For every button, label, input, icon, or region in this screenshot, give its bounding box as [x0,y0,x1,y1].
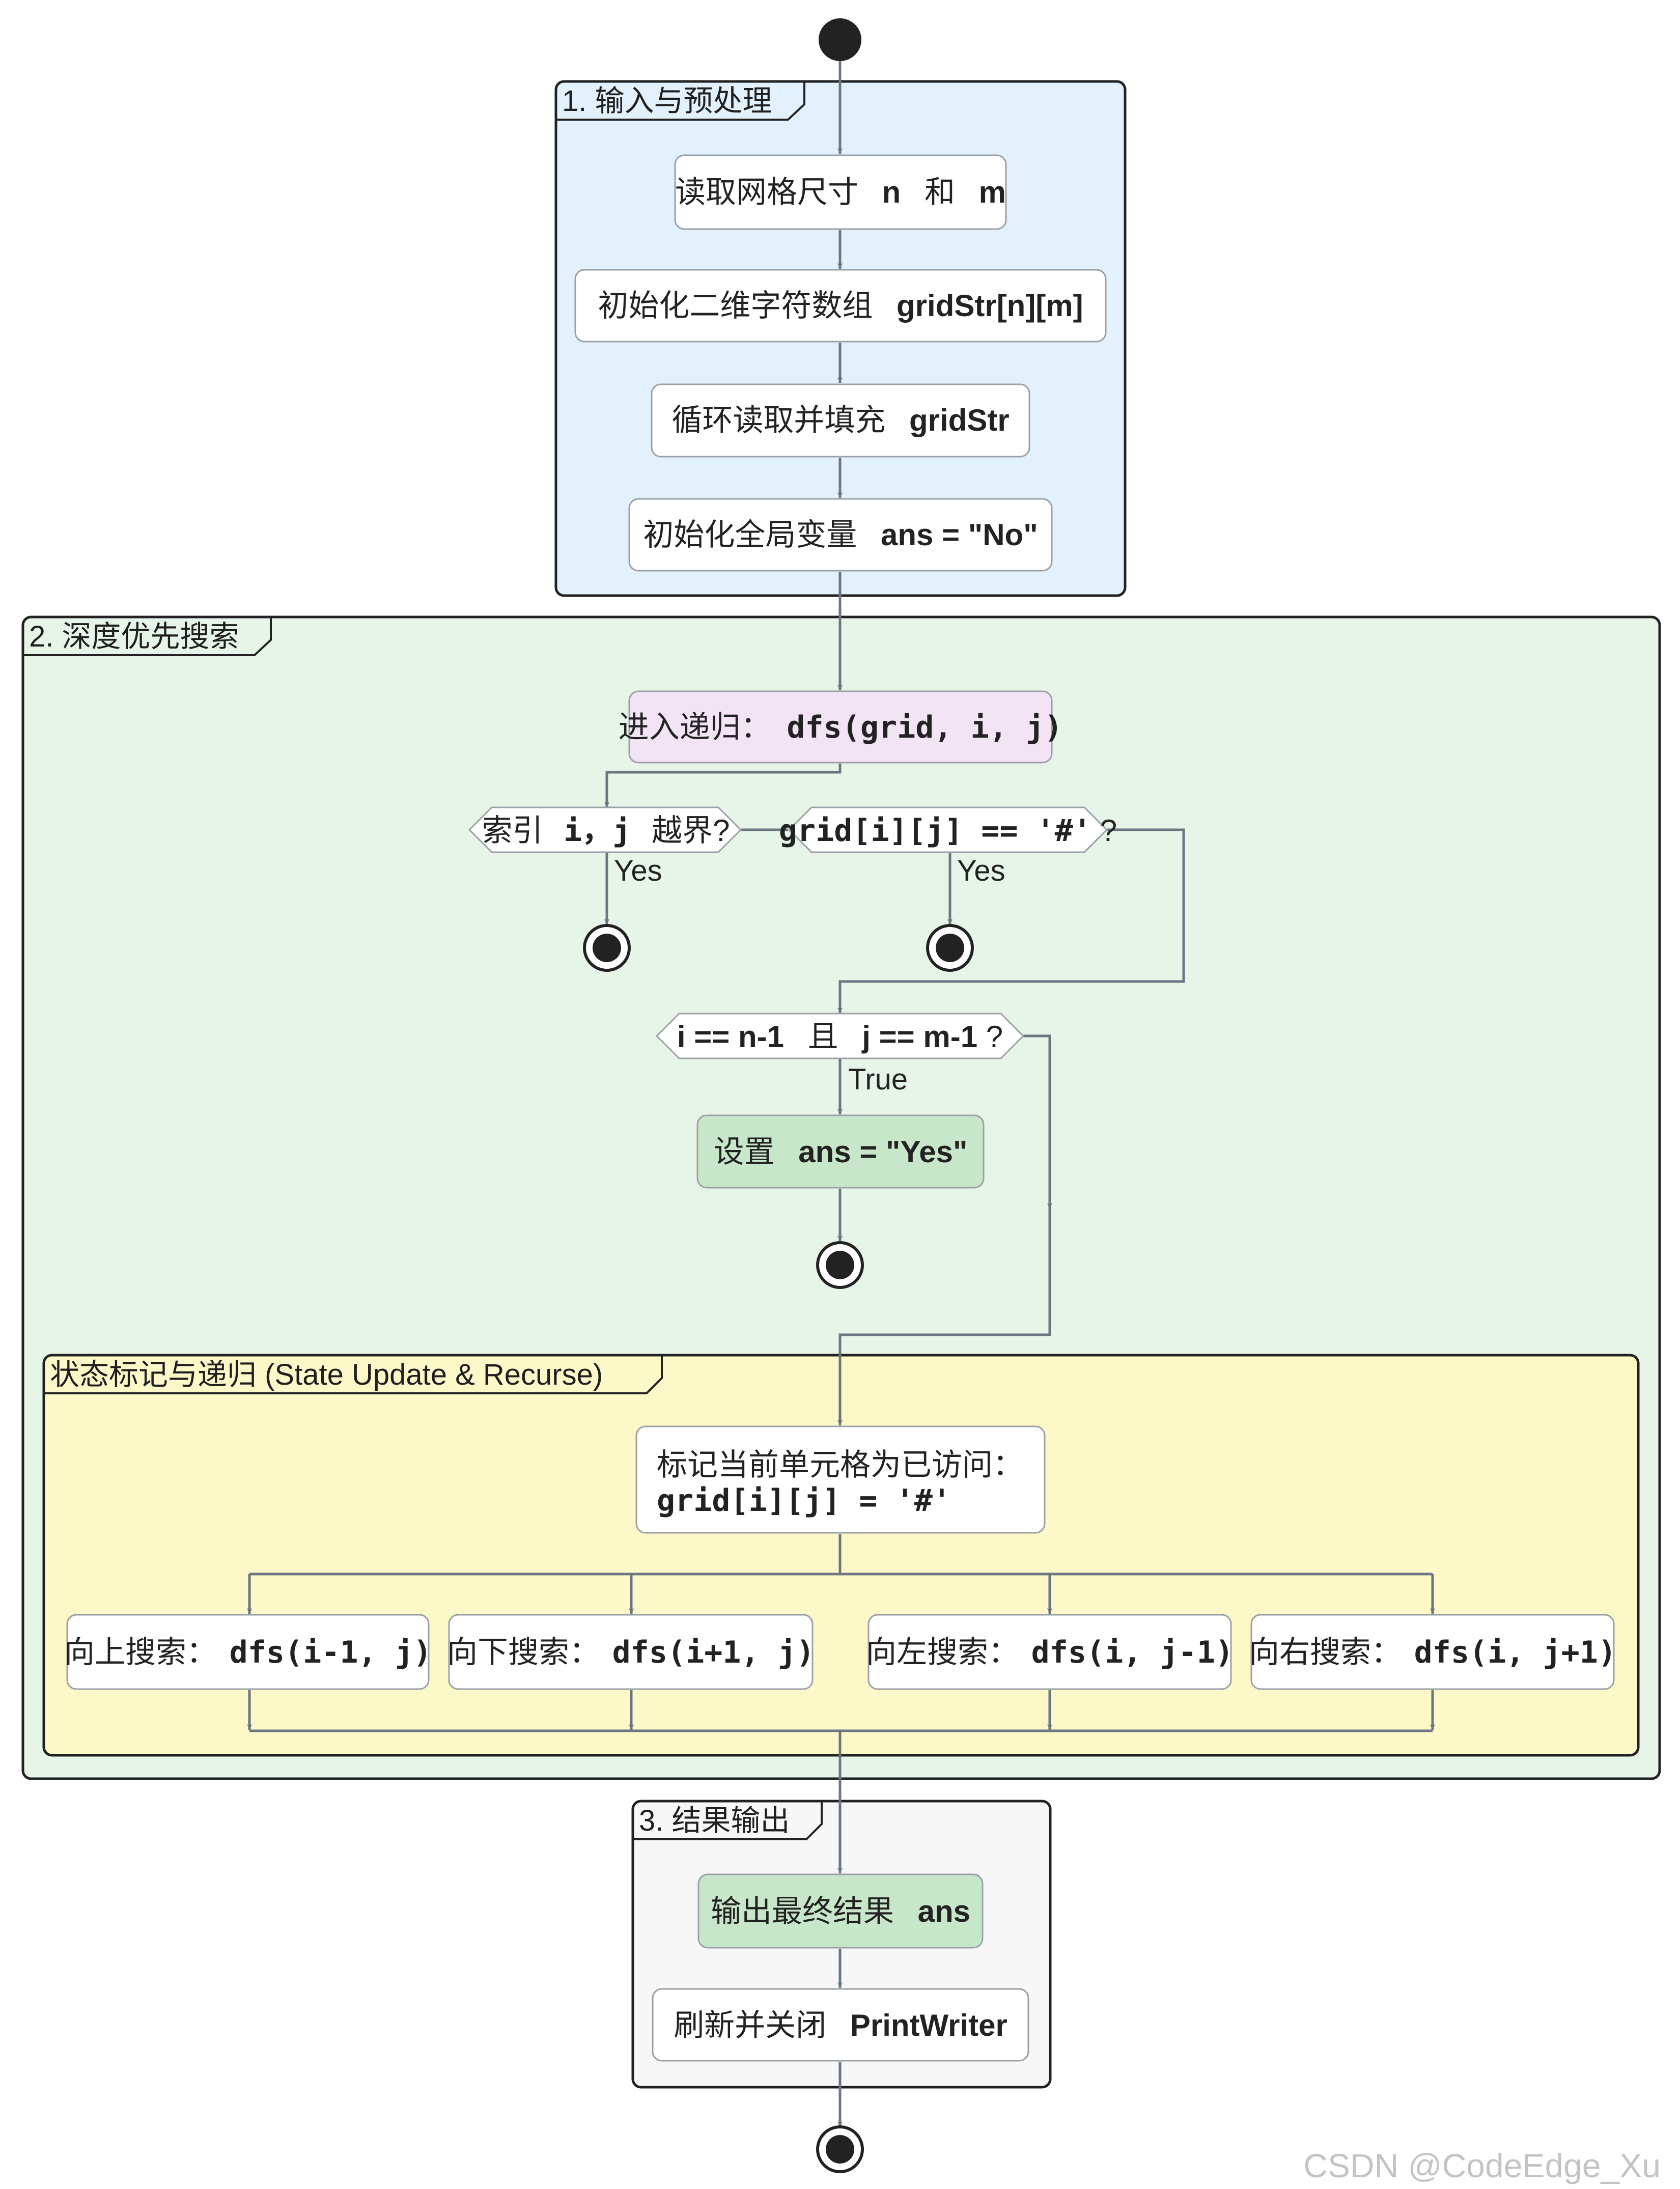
init-grid-text: 初始化二维字符数组 [598,289,873,323]
lane-output-title: 3. 结果输出 [639,1804,790,1837]
end-node-final [816,2125,864,2173]
svg-text:向下搜索： dfs(i+1, j): 向下搜索： dfs(i+1, j) [447,1635,815,1670]
node-search-right: 向右搜索： dfs(i, j+1) [1249,1614,1616,1690]
bounds-prefix: 索引 [482,813,543,848]
fill-grid-text: 循环读取并填充 [671,403,885,437]
svg-text:进入递归： dfs(grid, i, j): 进入递归： dfs(grid, i, j) [619,710,1063,745]
edge-wall-no [837,828,1185,1014]
init-ans-text: 初始化全局变量 [643,518,857,552]
print-ans-text: 输出最终结果 [711,1894,894,1928]
node-mark-visited: 标记当前单元格为已访问： grid[i][j] = '#' [635,1425,1046,1534]
svg-text:i == n-1 且 j == m-: i == n-1 且 j == m-1 ? [677,1020,1003,1054]
svg-text:初始化二维字符数组 gridStr[n][m]: 初始化二维字符数组 gridStr[n][m] [598,289,1083,323]
enter-dfs-text: 进入递归： [619,710,771,744]
wall-code: grid[i][j] == '#' [779,813,1091,849]
lane-input-title: 1. 输入与预处理 [562,85,772,118]
node-search-down: 向下搜索： dfs(i+1, j) [447,1614,815,1690]
node-flush-close: 刷新并关闭 PrintWriter [652,1988,1029,2062]
enter-dfs-code: dfs(grid, i, j) [787,710,1062,745]
edge-target-false-merge [837,1209,1051,1426]
read-size-n: n [882,175,901,209]
search-left-text: 向左搜索： [866,1635,1019,1669]
lane-dfs-title: 2. 深度优先搜索 [29,620,239,653]
target-suffix: ? [986,1020,1003,1054]
flush-close-code: PrintWriter [850,2008,1007,2042]
node-search-up: 向上搜索： dfs(i-1, j) [64,1614,432,1690]
svg-text:索引 i，j 越界?: 索引 i，j 越界? [482,813,730,849]
node-enter-dfs: 进入递归： dfs(grid, i, j) [619,690,1063,764]
search-left-code: dfs(i, j-1) [1031,1635,1234,1670]
node-search-left: 向左搜索： dfs(i, j-1) [866,1614,1234,1690]
read-size-and: 和 [925,175,955,209]
search-up-text: 向上搜索： [64,1635,217,1669]
start-node [819,18,861,61]
init-grid-code: gridStr[n][m] [897,289,1083,323]
label-wall-yes: Yes [957,854,1005,887]
decision-bounds: 索引 i，j 越界? [468,806,742,853]
edge-dfs-to-bounds [604,764,842,808]
search-right-code: dfs(i, j+1) [1414,1635,1616,1670]
print-ans-code: ans [918,1894,970,1928]
flow-connectors [247,61,1435,2127]
target-cond-j: j == m-1 [861,1020,977,1054]
flush-close-text: 刷新并关闭 [674,2008,826,2042]
mark-visited-line2: grid[i][j] = '#' [657,1483,951,1519]
node-init-grid: 初始化二维字符数组 gridStr[n][m] [574,269,1107,343]
svg-text:输出最终结果 ans: 输出最终结果 ans [711,1894,970,1928]
end-node-wall [926,924,974,972]
svg-text:向右搜索： dfs(i, j+1): 向右搜索： dfs(i, j+1) [1249,1635,1616,1670]
bounds-code: i，j [564,813,631,849]
read-size-m: m [979,175,1006,209]
node-init-ans: 初始化全局变量 ans = "No" [628,498,1053,572]
decision-wall: grid[i][j] == '#' ? [779,806,1117,853]
label-target-true: True [848,1063,908,1096]
node-set-yes: 设置 ans = "Yes" [696,1114,985,1189]
edge-target-false [1023,1034,1052,1209]
end-node-target [816,1241,864,1289]
node-fill-grid: 循环读取并填充 gridStr [651,383,1030,458]
svg-text:设置 ans = "Yes": 设置 ans = "Yes" [714,1135,968,1169]
label-bounds-yes: Yes [614,854,662,887]
read-size-text: 读取网格尺寸 [675,175,858,209]
search-up-code: dfs(i-1, j) [230,1635,432,1670]
wall-suffix: ? [1100,813,1117,848]
set-yes-code: ans = "Yes" [798,1135,967,1169]
svg-text:刷新并关闭 PrintWriter: 刷新并关闭 PrintWriter [674,2008,1007,2042]
svg-text:向左搜索： dfs(i, j-1): 向左搜索： dfs(i, j-1) [866,1635,1234,1670]
fill-grid-code: gridStr [909,403,1010,437]
svg-text:向上搜索： dfs(i-1, j): 向上搜索： dfs(i-1, j) [64,1635,432,1670]
target-cond-i: i == n-1 [677,1020,784,1054]
mark-visited-line1: 标记当前单元格为已访问： [657,1448,1023,1482]
svg-text:grid[i][j] == '#' ?: grid[i][j] == '#' ? [779,813,1117,849]
end-node-bounds [583,924,631,972]
node-print-ans: 输出最终结果 ans [697,1873,984,1949]
set-yes-text: 设置 [714,1135,775,1169]
lane-state-title: 状态标记与递归 (State Update & Recurse) [50,1358,603,1391]
target-and: 且 [808,1020,838,1054]
init-ans-code: ans = "No" [881,518,1038,552]
svg-text:读取网格尺寸 n 和 m: 读取网格尺寸 n 和 m [675,175,1006,209]
search-right-text: 向右搜索： [1249,1635,1402,1669]
bounds-suffix: 越界? [652,813,730,848]
svg-text:循环读取并填充 gridStr: 循环读取并填充 gridStr [671,403,1009,437]
search-down-text: 向下搜索： [447,1635,600,1669]
watermark: CSDN @CodeEdge_Xu [1303,2147,1661,2184]
node-read-size: 读取网格尺寸 n 和 m [674,154,1007,230]
decision-target: i == n-1 且 j == m-1 ? [655,1013,1025,1059]
svg-text:初始化全局变量 ans = "No": 初始化全局变量 ans = "No" [643,518,1038,552]
search-down-code: dfs(i+1, j) [612,1635,815,1670]
